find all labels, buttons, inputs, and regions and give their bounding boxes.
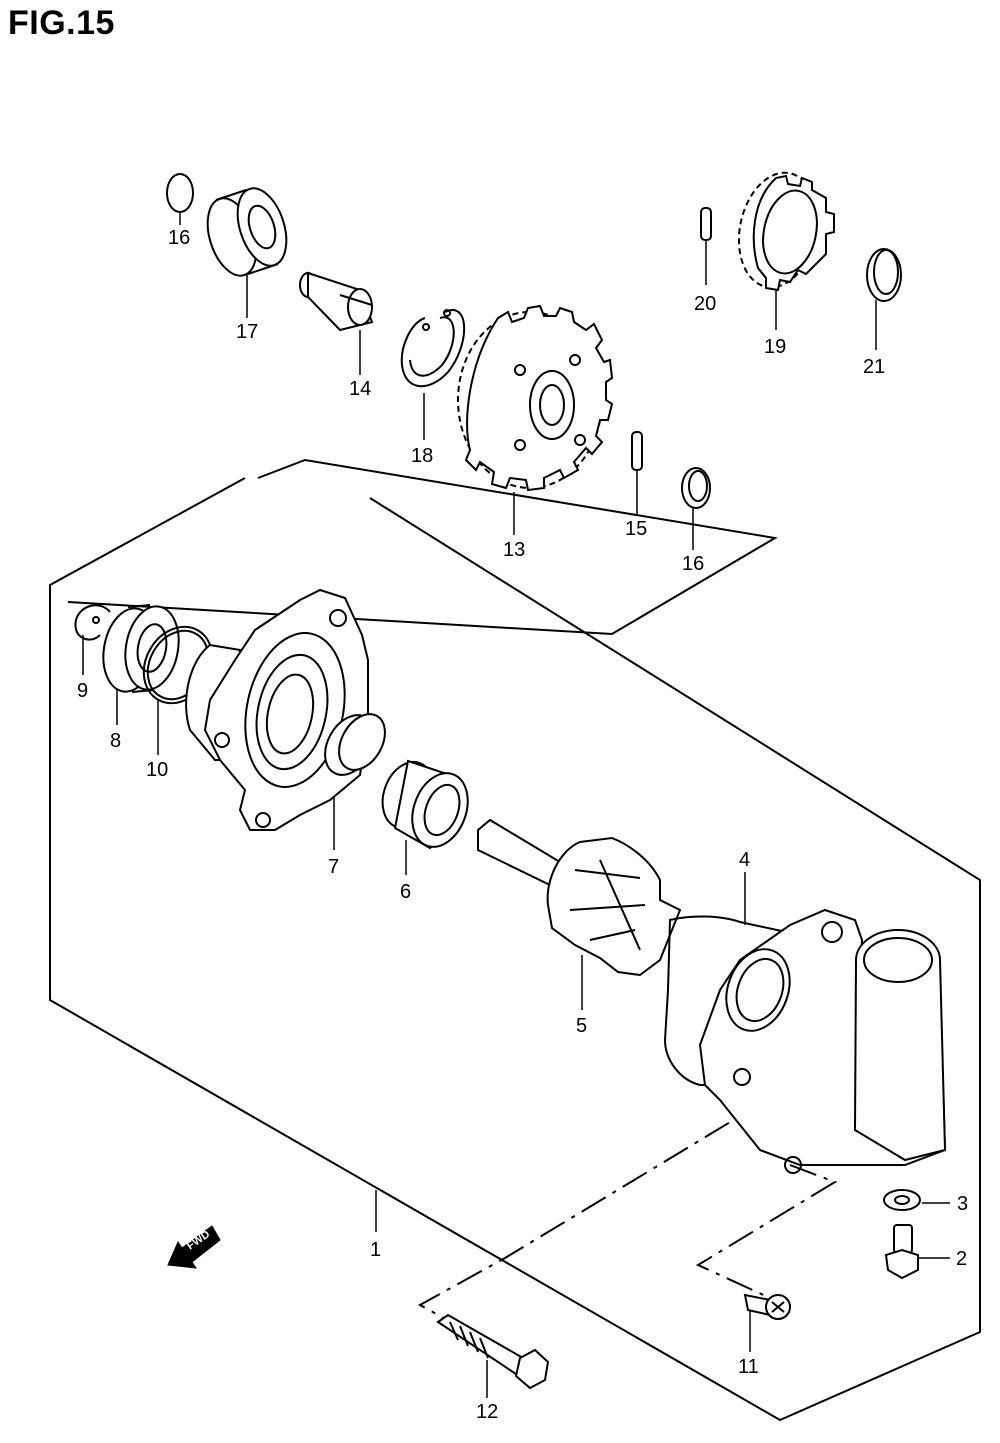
pin-20: [700, 207, 712, 241]
circlip-18: [400, 309, 466, 388]
part-label-15: 15: [625, 518, 647, 540]
pump-body-7: [185, 588, 369, 831]
reference-lines: [417, 1097, 838, 1361]
figure-title: FIG.15: [8, 4, 115, 42]
part-label-11: 11: [738, 1356, 759, 1378]
part-label-20: 20: [694, 293, 716, 315]
part-label-8: 8: [110, 730, 121, 752]
bearing-8: [102, 604, 180, 693]
screw-11: [743, 1293, 791, 1320]
gear-13: [457, 304, 614, 492]
shaft-14: [299, 271, 374, 332]
part-labels: 16 17 14 18 13 20 19 21 15 16 9 8 10 7 6…: [77, 227, 968, 1423]
e-clip-9: [74, 604, 111, 641]
impeller-5: [477, 818, 682, 977]
part-label-19: 19: [764, 336, 786, 358]
circlip-16-lower: [681, 467, 711, 509]
mechanical-seal-6: [381, 759, 469, 850]
pump-cover-4: [698, 908, 947, 1174]
part-label-16-lower: 16: [682, 553, 704, 575]
forward-direction-badge: FWD: [167, 1225, 221, 1269]
part-label-14: 14: [349, 378, 371, 400]
bolt-2: [884, 1224, 919, 1280]
part-label-2: 2: [956, 1248, 967, 1270]
circlip-21: [866, 248, 902, 302]
leader-lines: [82, 212, 950, 1398]
seal-ring-7: [324, 713, 386, 776]
part-label-16-upper: 16: [168, 227, 190, 249]
part-label-1: 1: [370, 1239, 381, 1261]
assembly-boundary: [49, 458, 981, 1422]
circlip-16-upper: [166, 173, 194, 213]
washer-3: [883, 1189, 921, 1211]
part-label-5: 5: [576, 1015, 587, 1037]
part-label-18: 18: [411, 445, 433, 467]
part-label-17: 17: [236, 321, 258, 343]
part-label-21: 21: [863, 356, 885, 378]
lock-ring-19: [737, 171, 835, 292]
part-label-13: 13: [503, 539, 525, 561]
part-label-10: 10: [146, 759, 168, 781]
bolt-12: [436, 1313, 550, 1390]
part-label-7: 7: [328, 856, 339, 878]
bearing-17: [206, 187, 288, 277]
part-label-12: 12: [476, 1401, 498, 1423]
part-label-3: 3: [957, 1193, 968, 1215]
pin-15: [631, 431, 643, 471]
part-label-4: 4: [739, 849, 750, 871]
part-label-6: 6: [400, 881, 411, 903]
part-label-9: 9: [77, 680, 88, 702]
